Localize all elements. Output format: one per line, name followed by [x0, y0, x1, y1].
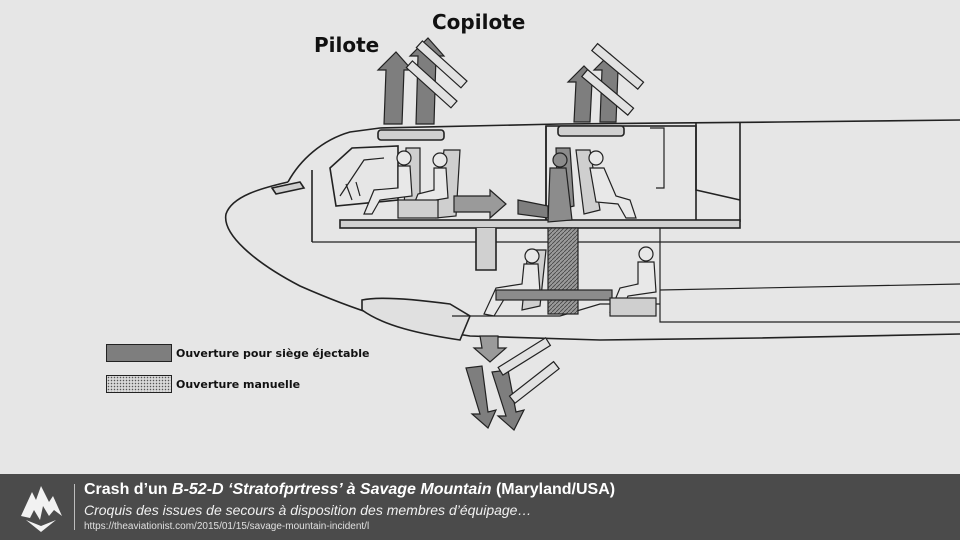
legend-ejection-label: Ouverture pour siège éjectable [176, 346, 370, 360]
eagle-logo-icon [21, 486, 62, 532]
legend-manual-label: Ouverture manuelle [176, 377, 301, 391]
ejected-hatch-panels [405, 40, 645, 116]
lower-deck-crew-group [483, 227, 657, 317]
caption-title-suffix: (Maryland/USA) [491, 481, 616, 498]
source-url[interactable]: https://theaviationist.com/2015/01/15/sa… [84, 521, 370, 532]
caption-footer: Crash d’un B-52-D ‘Stratofprtress’ à Sav… [0, 474, 960, 540]
caption-title-emphasis: B-52-D ‘Stratofprtress’ à Savage Mountai… [172, 481, 492, 498]
caption-title-prefix: Crash d’un [84, 481, 173, 498]
legend-manual-opening: Ouverture manuelle [106, 374, 300, 394]
pilot-label: Pilote [314, 33, 380, 57]
downward-ejection-arrows [465, 335, 526, 431]
caption-title: Crash d’un B-52-D ‘Stratofprtress’ à Sav… [84, 481, 615, 499]
upper-right-crew-group [547, 147, 637, 223]
ejected-lower-hatch-panels [497, 336, 560, 405]
b52-cockpit-escape-diagram [224, 37, 960, 431]
pilot-seat-group [363, 147, 461, 219]
internal-movement-arrows [453, 188, 549, 220]
legend-manual-swatch [106, 375, 172, 393]
copilot-label: Copilote [432, 10, 526, 34]
footer-divider [74, 484, 75, 530]
legend-ejection-swatch [106, 344, 172, 362]
legend-ejection-seat: Ouverture pour siège éjectable [106, 343, 370, 363]
caption-subtitle: Croquis des issues de secours à disposit… [84, 502, 532, 518]
